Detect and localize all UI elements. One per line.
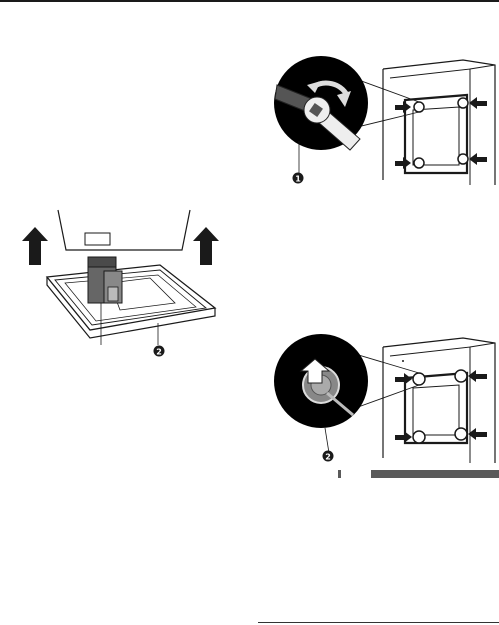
figure-insert-caps: 2 bbox=[255, 333, 499, 463]
figure-unscrew-bolts: 1 bbox=[255, 55, 499, 185]
callout-badge: 2 bbox=[154, 346, 165, 357]
svg-text:2: 2 bbox=[325, 453, 331, 462]
bottom-rule bbox=[258, 622, 499, 623]
up-arrow-icon bbox=[193, 227, 219, 265]
up-arrow-icon bbox=[22, 227, 48, 265]
section-bar bbox=[371, 470, 499, 478]
callout-badge: 1 bbox=[293, 173, 304, 184]
figure-remove-transport-base: 2 bbox=[10, 205, 230, 365]
transport-block bbox=[88, 257, 122, 303]
svg-text:1: 1 bbox=[295, 175, 301, 184]
svg-text:2: 2 bbox=[156, 348, 162, 357]
callout-badge: 2 bbox=[323, 451, 334, 462]
section-marker bbox=[338, 470, 341, 478]
top-rule bbox=[0, 0, 499, 2]
